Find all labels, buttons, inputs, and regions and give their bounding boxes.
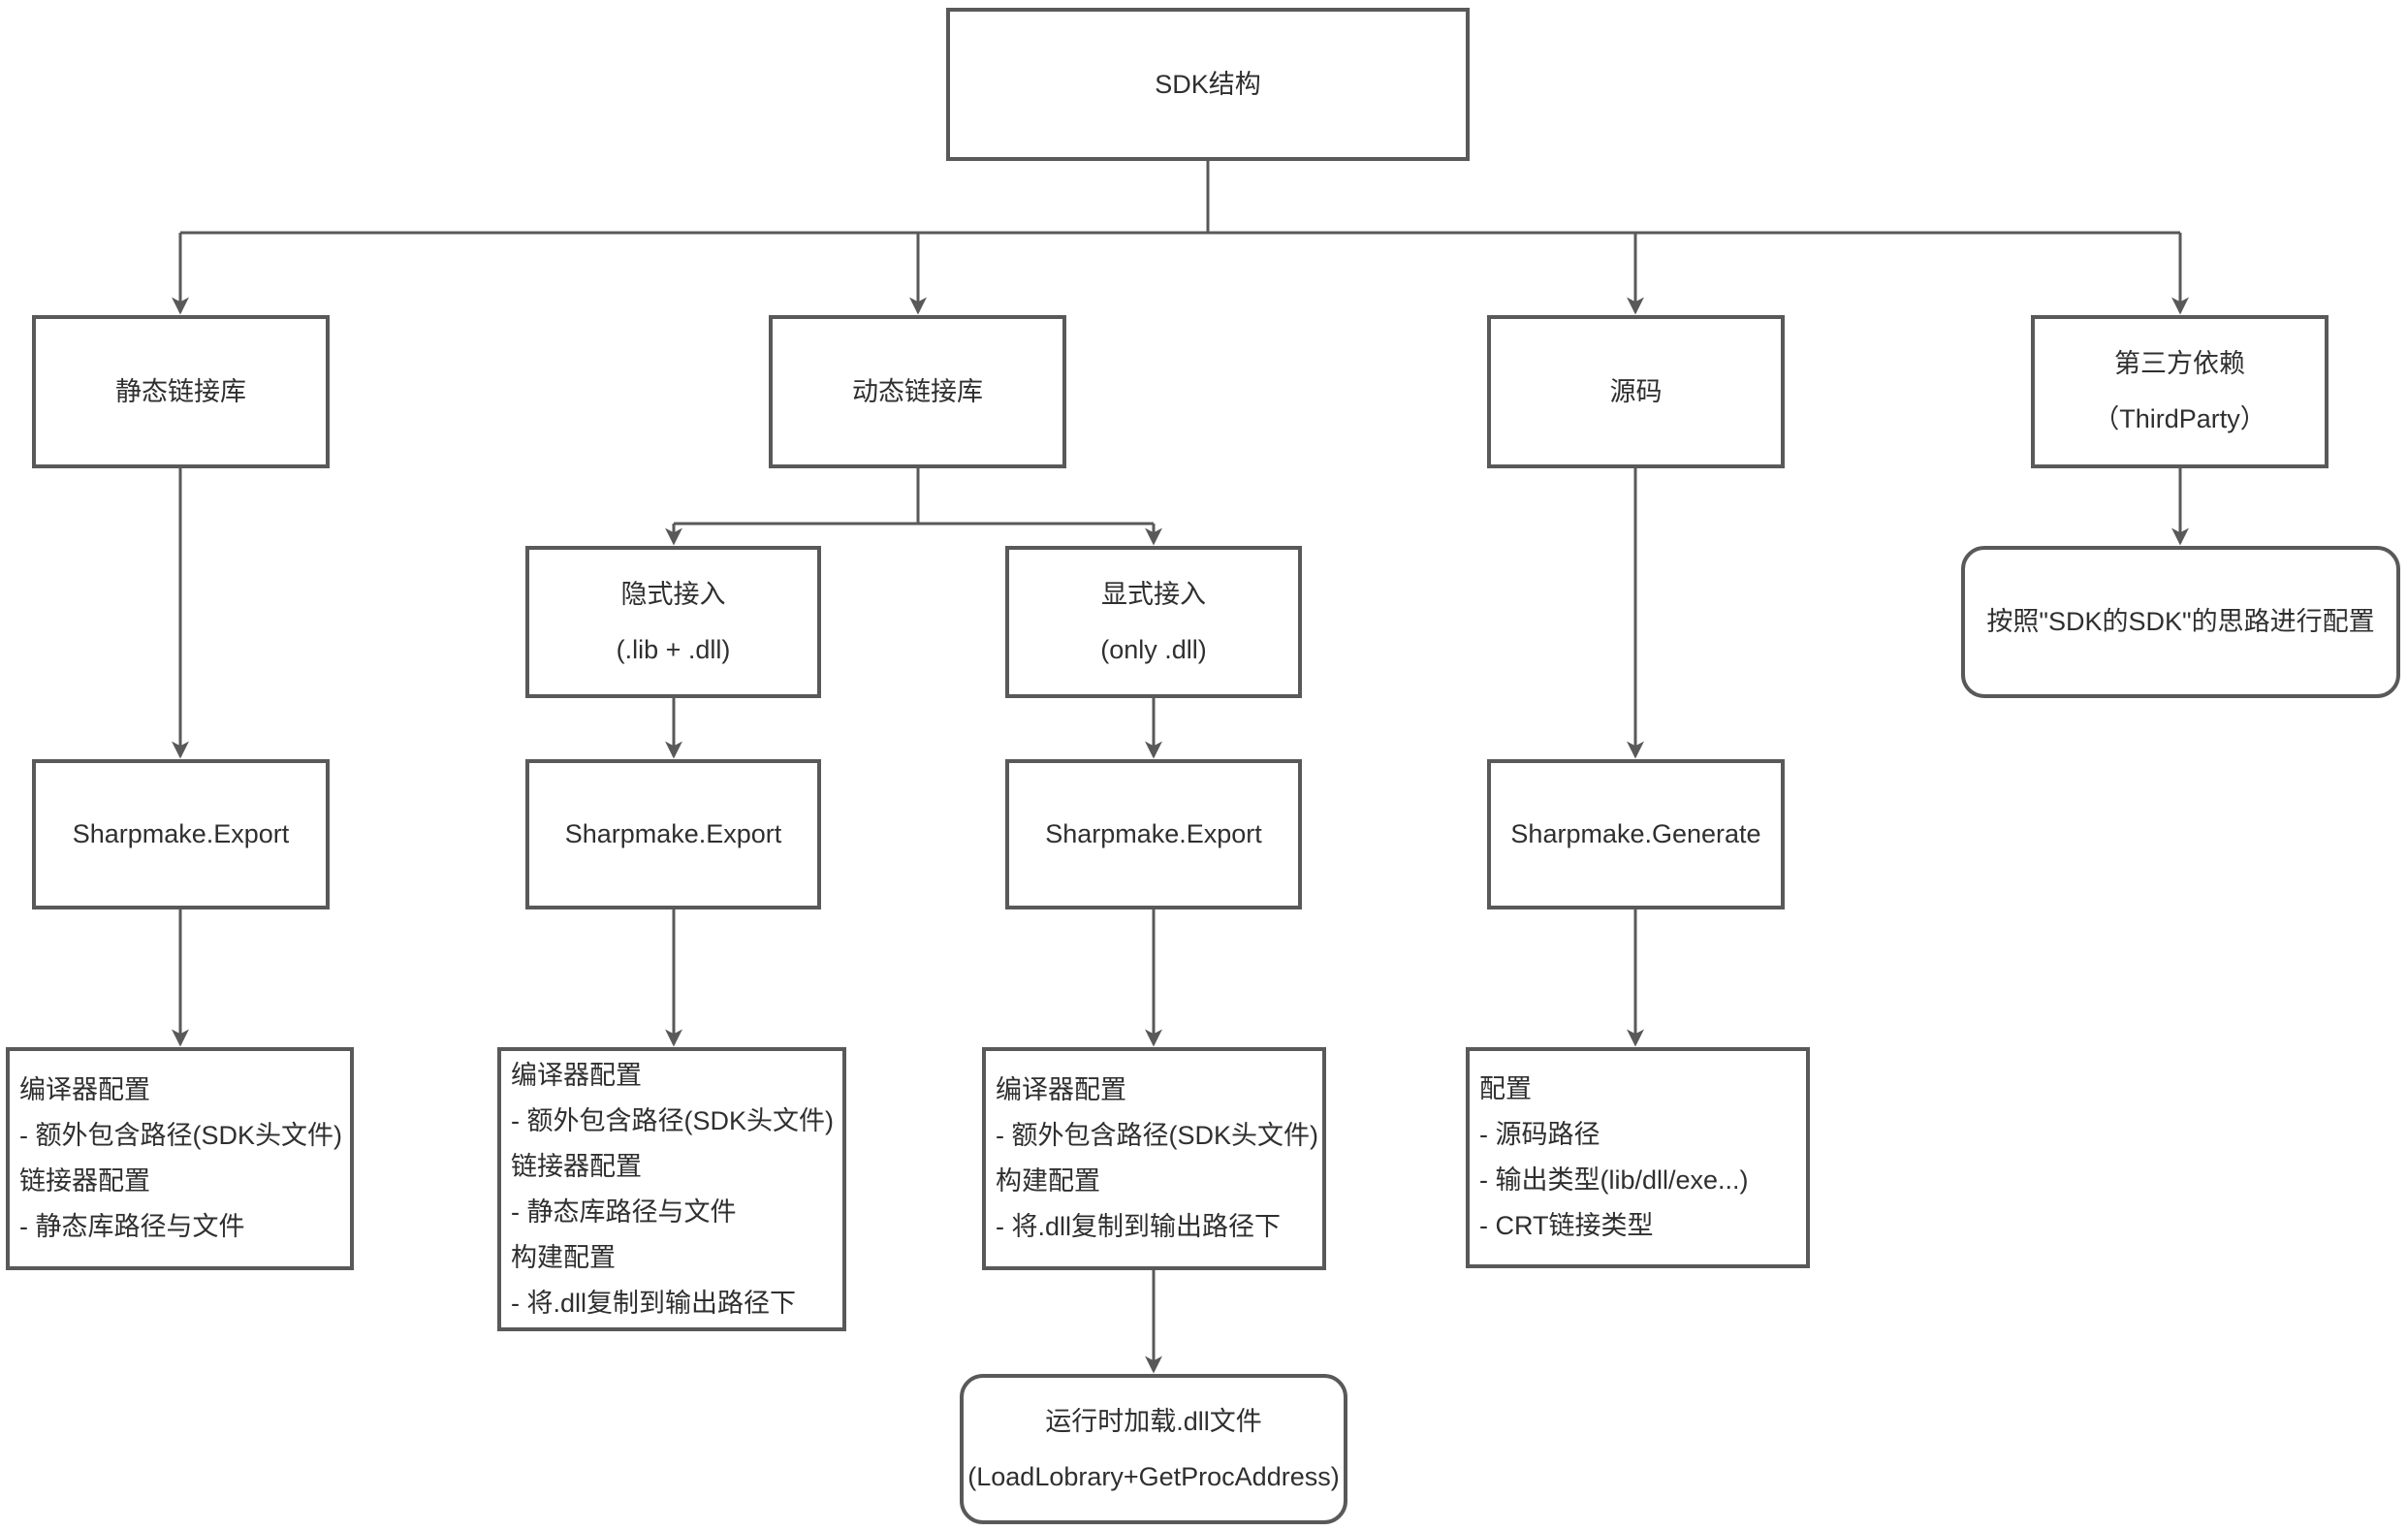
node-implicit-link: 隐式接入 (.lib + .dll) [525,546,821,698]
node-label-line2: (.lib + .dll) [616,634,731,664]
node-third-party: 第三方依赖 （ThirdParty） [2031,315,2329,468]
node-label: Sharpmake.Export [72,819,290,848]
node-label: Sharpmake.Export [564,819,782,848]
config-line: - 源码路径 [1479,1120,1600,1149]
config-line: 链接器配置 [511,1151,642,1181]
config-static-lib: 编译器配置 - 额外包含路径(SDK头文件) 链接器配置 - 静态库路径与文件 [6,1047,354,1270]
node-dynamic-lib: 动态链接库 [769,315,1066,468]
config-source-code: 配置 - 源码路径 - 输出类型(lib/dll/exe...) - CRT链接… [1466,1047,1810,1268]
node-label-line2: （ThirdParty） [2093,404,2266,433]
node-source-code: 源码 [1487,315,1785,468]
config-line: - 将.dll复制到输出路径下 [996,1212,1282,1241]
config-line: - 输出类型(lib/dll/exe...) [1479,1165,1749,1195]
node-third-party-note: 按照"SDK的SDK"的思路进行配置 [1961,546,2400,698]
config-line: 编译器配置 [511,1060,642,1090]
node-sharpmake-export-implicit: Sharpmake.Export [525,759,821,909]
config-line: 编译器配置 [996,1075,1126,1104]
node-label-line1: 运行时加载.dll文件 [1045,1406,1262,1436]
node-label-line2: (only .dll) [1100,634,1207,664]
node-label-line1: 隐式接入 [620,579,726,609]
config-line: - 额外包含路径(SDK头文件) [996,1121,1318,1150]
node-label-line2: (LoadLobrary+GetProcAddress) [967,1461,1340,1491]
node-label-line1: 第三方依赖 [2114,349,2245,378]
node-label-line1: 显式接入 [1101,579,1206,609]
node-label: 动态链接库 [852,376,983,406]
node-sharpmake-generate: Sharpmake.Generate [1487,759,1785,909]
node-sharpmake-export-static: Sharpmake.Export [32,759,330,909]
connector-dynamic-bus [674,468,1154,526]
node-label: 静态链接库 [115,376,246,406]
config-line: - 静态库路径与文件 [19,1212,245,1241]
config-line: 构建配置 [511,1242,616,1272]
config-line: - 静态库路径与文件 [511,1196,737,1227]
config-line: - 额外包含路径(SDK头文件) [19,1121,342,1150]
node-label: 按照"SDK的SDK"的思路进行配置 [1986,607,2375,636]
node-sdk-root: SDK结构 [946,8,1470,161]
node-explicit-link: 显式接入 (only .dll) [1005,546,1302,698]
config-implicit-link: 编译器配置 - 额外包含路径(SDK头文件) 链接器配置 - 静态库路径与文件 … [497,1047,846,1331]
config-line: - 将.dll复制到输出路径下 [511,1288,797,1318]
config-line: - 额外包含路径(SDK头文件) [511,1105,834,1135]
config-line: 编译器配置 [19,1075,150,1104]
config-explicit-link: 编译器配置 - 额外包含路径(SDK头文件) 构建配置 - 将.dll复制到输出… [982,1047,1326,1270]
node-label: 源码 [1609,376,1663,406]
config-line: - CRT链接类型 [1479,1211,1654,1240]
node-label: Sharpmake.Export [1045,819,1262,848]
config-line: 链接器配置 [19,1166,150,1196]
config-line: 构建配置 [996,1166,1100,1196]
node-sharpmake-export-explicit: Sharpmake.Export [1005,759,1302,909]
node-runtime-load-note: 运行时加载.dll文件 (LoadLobrary+GetProcAddress) [960,1374,1347,1524]
node-static-lib: 静态链接库 [32,315,330,468]
node-label: SDK结构 [1155,69,1261,99]
node-label: Sharpmake.Generate [1510,819,1761,848]
config-line: 配置 [1479,1074,1532,1103]
connector-root-bus [180,161,2180,235]
